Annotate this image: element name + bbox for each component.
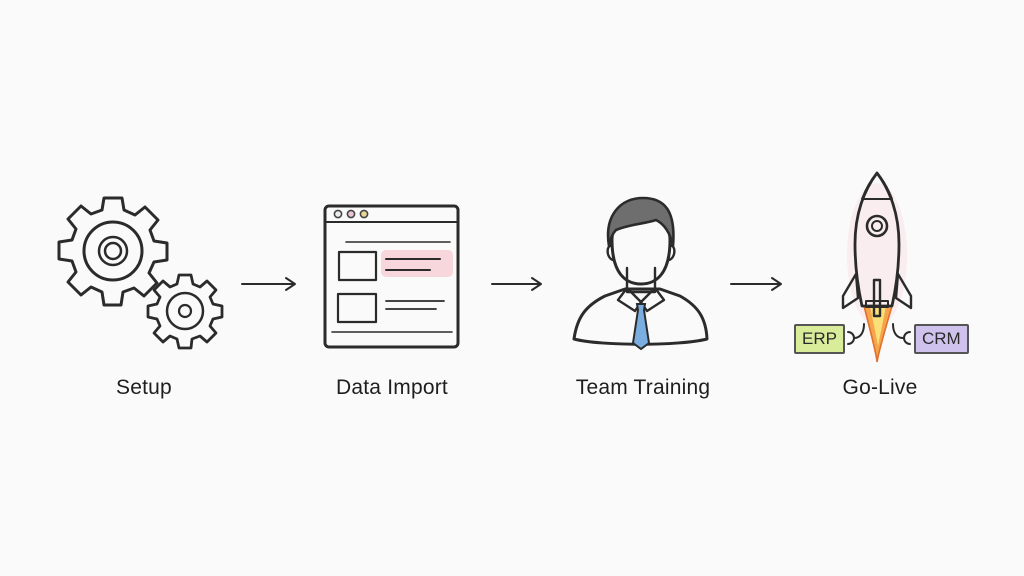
step-label-data-import: Data Import [336, 376, 448, 399]
crm-tag: CRM [914, 324, 969, 354]
person-icon [572, 196, 709, 351]
rocket-icon [841, 171, 913, 363]
browser-window-icon [323, 204, 460, 349]
erp-tag: ERP [794, 324, 845, 354]
step-label-team-training: Team Training [575, 376, 711, 399]
step-label-setup: Setup [116, 376, 172, 399]
gears-icon [57, 196, 224, 350]
arrow-right-icon [241, 277, 296, 291]
arrow-right-icon [730, 277, 782, 291]
arrow-right-icon [491, 277, 542, 291]
step-label-go-live: Go-Live [842, 376, 918, 399]
